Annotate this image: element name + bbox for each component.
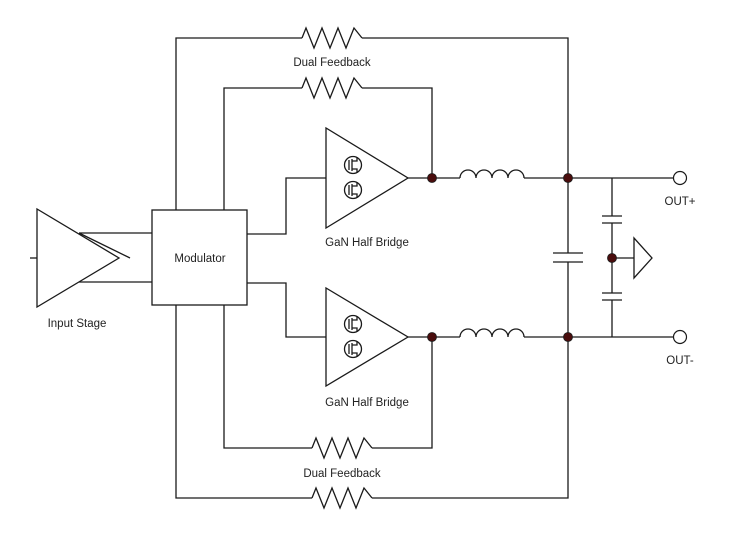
junction-dot xyxy=(427,173,437,183)
half-bridge-label-top: GaN Half Bridge xyxy=(325,237,409,249)
junction-dot xyxy=(563,332,573,342)
feedback-label-top: Dual Feedback xyxy=(293,57,371,69)
output-inductor-bottom xyxy=(408,328,680,338)
differential-capacitor xyxy=(553,178,583,337)
inner-feedback-top xyxy=(223,76,433,210)
half-bridge-label-bottom: GaN Half Bridge xyxy=(325,397,409,409)
junction-dot xyxy=(607,253,617,263)
out-plus-label: OUT+ xyxy=(665,196,696,208)
input-stage-label: Input Stage xyxy=(48,318,107,330)
output-inductor-top xyxy=(408,169,680,179)
out-minus-label: OUT- xyxy=(666,355,694,367)
gan-fet-icon xyxy=(343,314,363,334)
input-stage xyxy=(30,207,152,309)
outer-feedback-top xyxy=(175,26,569,210)
gan-fet-icon xyxy=(343,155,363,175)
output-terminal-plus xyxy=(672,170,688,186)
feedback-label-bottom: Dual Feedback xyxy=(303,468,381,480)
junction-dot xyxy=(427,332,437,342)
junction-dot xyxy=(563,173,573,183)
output-terminal-minus xyxy=(672,329,688,345)
gan-half-bridge-top xyxy=(325,126,410,230)
modulator-label: Modulator xyxy=(174,253,225,265)
gan-half-bridge-bottom xyxy=(325,286,410,388)
inner-feedback-bottom xyxy=(223,305,433,460)
common-mode-capacitors xyxy=(602,178,634,337)
gan-fet-icon xyxy=(343,180,363,200)
outer-feedback-bottom xyxy=(175,305,569,510)
modulator-block xyxy=(151,209,248,306)
ground-triangle-icon xyxy=(633,236,653,280)
gan-fet-icon xyxy=(343,339,363,359)
